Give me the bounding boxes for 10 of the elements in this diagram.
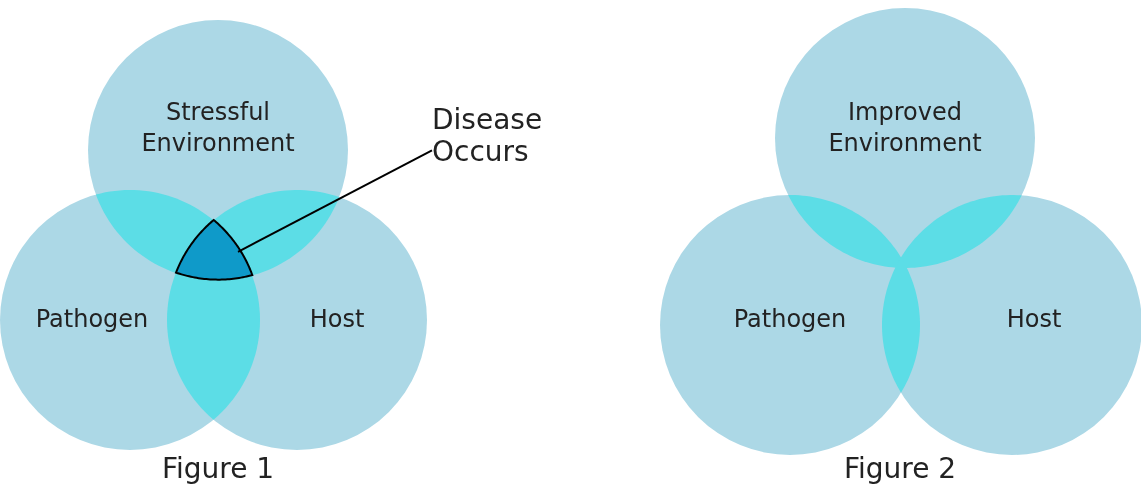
figure-caption: Figure 2	[843, 452, 957, 485]
callout-label: Disease Occurs	[432, 104, 572, 169]
circle-label: Pathogen	[34, 304, 150, 336]
leader-line	[237, 149, 433, 253]
circle-label: Stressful Environment	[140, 96, 296, 159]
circle-label: Improved Environment	[827, 96, 983, 159]
circle-label: Host	[308, 304, 366, 336]
figure-caption: Figure 1	[161, 452, 275, 485]
circle-label: Host	[1005, 304, 1063, 336]
circle-label: Pathogen	[732, 304, 848, 336]
